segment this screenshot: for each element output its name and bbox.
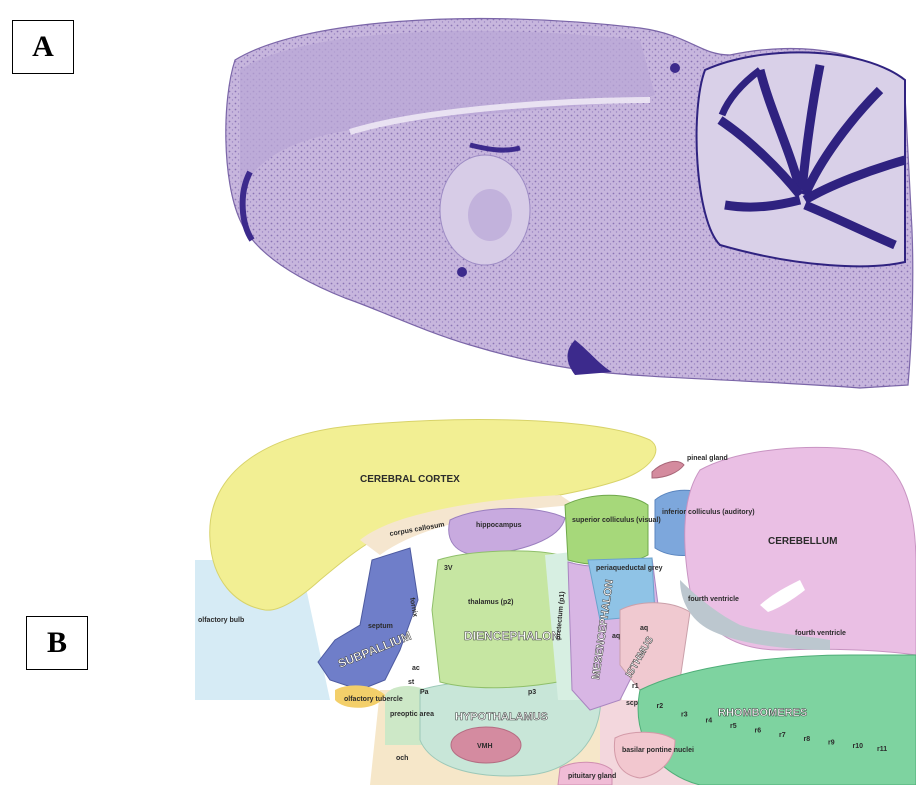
label-fourth-ventricle-upper: fourth ventricle xyxy=(688,596,739,603)
label-thalamus: thalamus (p2) xyxy=(468,599,514,606)
cerebellum-folia xyxy=(697,52,905,266)
rhombomere-label: r9 xyxy=(828,740,835,747)
rhombomere-label: r10 xyxy=(853,743,864,750)
label-ac: ac xyxy=(412,665,420,672)
label-basilar-pontine-nuclei: basilar pontine nuclei xyxy=(622,747,694,754)
label-aq-2: aq xyxy=(640,625,648,632)
rhombomere-label: r2 xyxy=(657,703,664,710)
label-septum: septum xyxy=(368,623,393,630)
label-olfactory-tubercle: olfactory tubercle xyxy=(344,696,403,703)
label-periaqueductal-grey: periaqueductal grey xyxy=(596,565,663,572)
rhombomere-label: r6 xyxy=(755,728,762,735)
rhombomere-label: r8 xyxy=(804,736,811,743)
pineal-gland xyxy=(652,461,684,478)
label-hippocampus: hippocampus xyxy=(476,522,522,529)
label-olfactory-bulb: olfactory bulb xyxy=(198,617,244,624)
label-scp: scp xyxy=(626,700,638,707)
label-rhombomeres: RHOMBOMERES xyxy=(718,707,807,719)
label-cerebral-cortex: CEREBRAL CORTEX xyxy=(360,474,460,485)
rhombomere-label: r11 xyxy=(877,746,887,753)
rhombomere-label: r3 xyxy=(681,711,688,718)
label-superior-colliculus: superior colliculus (visual) xyxy=(572,517,661,524)
label-cerebellum: CEREBELLUM xyxy=(768,536,837,547)
label-diencephalon: DIENCEPHALON xyxy=(464,629,560,643)
label-pa: Pa xyxy=(420,689,429,696)
label-preoptic-area: preoptic area xyxy=(390,711,434,718)
label-vmh: VMH xyxy=(477,743,493,750)
label-pituitary-gland: pituitary gland xyxy=(568,773,616,780)
label-pineal-gland: pineal gland xyxy=(687,455,728,462)
rhombomere-label: r4 xyxy=(706,718,713,725)
rhombomere-label: r5 xyxy=(730,723,737,730)
label-hypothalamus: HYPOTHALAMUS xyxy=(455,711,548,723)
rhombomere-label: r7 xyxy=(779,732,786,739)
label-inferior-colliculus: inferior colliculus (auditory) xyxy=(662,509,755,516)
nissl-section-image xyxy=(226,18,913,388)
label-p3: p3 xyxy=(528,689,536,696)
label-st: st xyxy=(408,679,415,686)
label-fourth-ventricle-lower: fourth ventricle xyxy=(795,630,846,637)
rhombomere-label: r1 xyxy=(632,683,639,690)
label-third-ventricle: 3V xyxy=(444,565,453,572)
label-och: och xyxy=(396,755,408,762)
atlas-schematic xyxy=(195,420,916,785)
label-aq: aq xyxy=(612,633,620,640)
